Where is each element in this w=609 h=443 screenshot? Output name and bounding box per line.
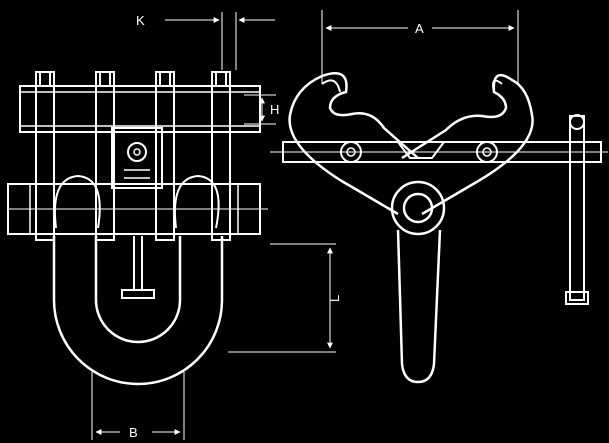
- front-view: A: [270, 10, 608, 384]
- cross-screw: [270, 141, 608, 163]
- side-body: [19, 85, 261, 133]
- dimension-b: B: [91, 372, 185, 440]
- label-k: K: [136, 13, 145, 28]
- adjusting-screw: [565, 114, 589, 305]
- dimension-a: A: [321, 10, 519, 84]
- dimension-k: K: [136, 12, 275, 70]
- dimension-h: H: [244, 94, 279, 125]
- label-a: A: [415, 21, 424, 36]
- right-jaw: [401, 73, 534, 216]
- shackle: [52, 236, 224, 386]
- label-h: H: [270, 102, 279, 117]
- shackle-pin: [121, 236, 155, 299]
- side-wheels: [54, 174, 220, 229]
- label-b: B: [129, 425, 138, 440]
- dimension-l: L: [228, 243, 342, 353]
- side-plates: [35, 71, 231, 241]
- center-pivot: [390, 180, 446, 236]
- handle: [396, 229, 442, 384]
- side-axle: [7, 183, 268, 235]
- label-l: L: [327, 295, 342, 302]
- side-center-block: [111, 127, 163, 189]
- side-view: [7, 71, 268, 386]
